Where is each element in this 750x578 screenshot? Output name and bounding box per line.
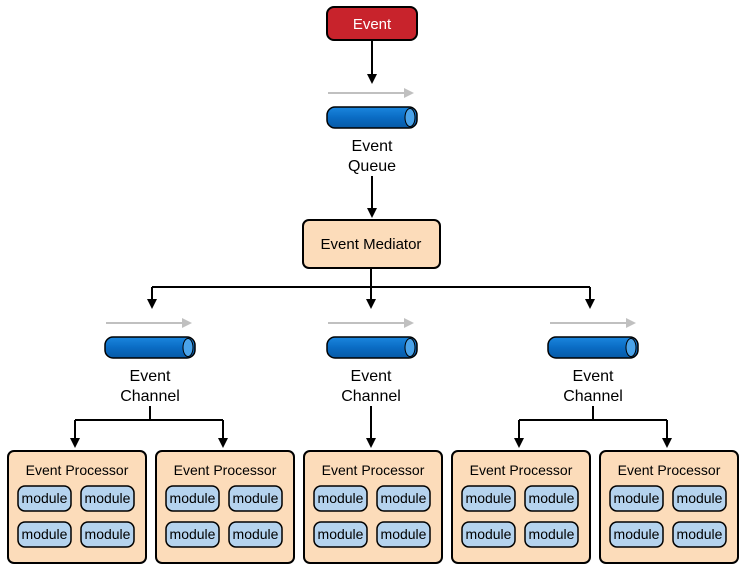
module-label: module <box>233 490 279 506</box>
module-label: module <box>85 490 131 506</box>
event-channel-pipe-3 <box>547 336 639 359</box>
event-channel-pipe-1 <box>104 336 196 359</box>
event-processor-title: Event Processor <box>26 462 129 478</box>
event-channel-1-label-line2: Channel <box>120 388 180 405</box>
module-box: module <box>80 521 135 548</box>
event-channel-2-label-line2: Channel <box>341 388 401 405</box>
module-label: module <box>529 526 575 542</box>
event-processor-1: Event Processor module module module module <box>7 450 147 564</box>
module-box: module <box>165 485 220 512</box>
module-box: module <box>461 485 516 512</box>
module-box: module <box>376 485 431 512</box>
module-box: module <box>17 485 72 512</box>
event-node: Event <box>326 6 418 41</box>
module-box: module <box>524 485 579 512</box>
event-queue-label-line2: Queue <box>348 158 396 175</box>
module-label: module <box>466 526 512 542</box>
module-label: module <box>381 490 427 506</box>
module-box: module <box>461 521 516 548</box>
event-channel-3-label-line1: Event <box>573 368 614 385</box>
event-processor-2: Event Processor module module module module <box>155 450 295 564</box>
event-processor-title: Event Processor <box>174 462 277 478</box>
module-box: module <box>672 485 727 512</box>
event-processor-3: Event Processor module module module module <box>303 450 443 564</box>
event-processor-5: Event Processor module module module module <box>599 450 739 564</box>
module-box: module <box>228 521 283 548</box>
event-processor-title: Event Processor <box>618 462 721 478</box>
module-box: module <box>609 521 664 548</box>
event-channel-2-label-line1: Event <box>351 368 392 385</box>
event-processor-4: Event Processor module module module module <box>451 450 591 564</box>
module-box: module <box>165 521 220 548</box>
event-channel-3-label-line2: Channel <box>563 388 623 405</box>
event-label: Event <box>353 16 392 33</box>
module-label: module <box>85 526 131 542</box>
module-label: module <box>381 526 427 542</box>
module-box: module <box>228 485 283 512</box>
event-mediator-node: Event Mediator <box>302 219 441 269</box>
event-queue-pipe <box>326 106 418 129</box>
module-label: module <box>614 490 660 506</box>
module-box: module <box>609 485 664 512</box>
module-box: module <box>672 521 727 548</box>
module-label: module <box>170 526 216 542</box>
module-label: module <box>22 490 68 506</box>
module-label: module <box>318 526 364 542</box>
module-label: module <box>318 490 364 506</box>
module-box: module <box>524 521 579 548</box>
event-processor-title: Event Processor <box>470 462 573 478</box>
module-box: module <box>80 485 135 512</box>
module-label: module <box>677 490 723 506</box>
module-box: module <box>313 485 368 512</box>
module-label: module <box>529 490 575 506</box>
mediator-to-channels-connector <box>147 268 595 309</box>
event-channel-1-label-line1: Event <box>130 368 171 385</box>
event-queue-label-line1: Event <box>352 138 393 155</box>
channels-to-processors-connector <box>70 406 672 448</box>
module-label: module <box>614 526 660 542</box>
module-label: module <box>466 490 512 506</box>
module-label: module <box>22 526 68 542</box>
module-label: module <box>677 526 723 542</box>
module-box: module <box>376 521 431 548</box>
event-mediator-label: Event Mediator <box>321 236 422 253</box>
event-processor-title: Event Processor <box>322 462 425 478</box>
module-label: module <box>170 490 216 506</box>
module-label: module <box>233 526 279 542</box>
module-box: module <box>17 521 72 548</box>
event-channel-pipe-2 <box>326 336 418 359</box>
module-box: module <box>313 521 368 548</box>
